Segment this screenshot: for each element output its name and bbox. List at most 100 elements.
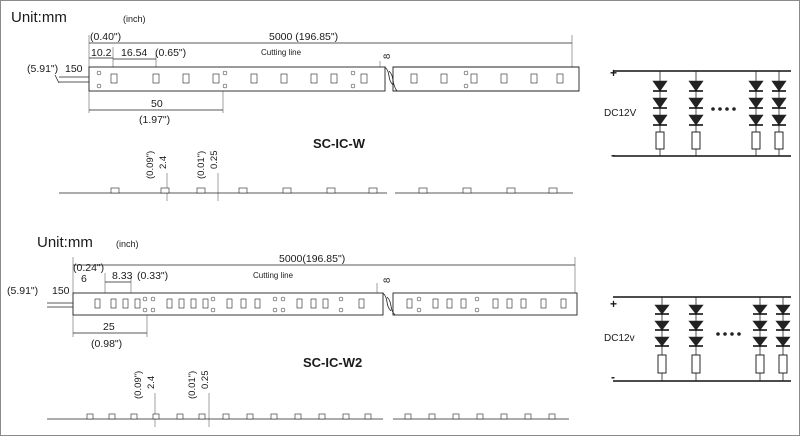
diode-icon <box>654 304 670 315</box>
circuit-diagram-w: + - DC12V <box>604 66 791 162</box>
profile-chip <box>418 187 428 194</box>
profile-chip <box>176 413 184 420</box>
led-chip <box>330 73 338 84</box>
solder-pad <box>210 307 216 313</box>
segment-inch: (0.98") <box>91 338 122 350</box>
profile-chip <box>524 413 532 420</box>
resistor-icon <box>655 131 665 150</box>
profile-chip <box>270 413 278 420</box>
solder-pad <box>222 70 228 76</box>
led-chip <box>470 73 478 84</box>
profile-thickness-mm: 0.25 <box>209 151 220 170</box>
dot-icon <box>737 332 741 336</box>
led-chip <box>310 73 318 84</box>
profile-height-mm: 2.4 <box>146 376 157 389</box>
profile-chip <box>404 413 412 420</box>
first-pitch-mm: 10.2 <box>91 47 112 59</box>
profile-chip <box>326 187 336 194</box>
led-chip <box>492 298 499 309</box>
model-name: SC-IC-W <box>313 136 366 151</box>
diode-icon <box>752 304 768 315</box>
profile-height-mm: 2.4 <box>158 156 169 169</box>
diode-icon <box>652 114 668 126</box>
positive-terminal: + <box>610 66 617 80</box>
resistor-icon <box>751 131 761 150</box>
led-chips <box>94 296 567 313</box>
break-mark <box>384 66 394 86</box>
solder-pad <box>474 307 480 313</box>
led-branch <box>652 71 668 156</box>
led-chip <box>406 298 413 309</box>
diode-icon <box>748 114 764 126</box>
diode-icon <box>688 336 704 347</box>
dot-icon <box>716 332 720 336</box>
diode-icon <box>752 320 768 331</box>
profile-thickness-mm: 0.25 <box>200 371 211 390</box>
diode-icon <box>775 320 791 331</box>
solder-pad <box>150 296 156 302</box>
profile-chip <box>500 413 508 420</box>
solder-pad <box>150 307 156 313</box>
profile-chip <box>548 413 556 420</box>
diode-icon <box>771 80 787 92</box>
break-mark-2 <box>388 70 398 92</box>
led-chip <box>432 298 439 309</box>
led-chip <box>202 298 209 309</box>
profile-chip <box>196 187 206 194</box>
first-pitch-inch: (0.24") <box>73 262 104 274</box>
solder-pad <box>338 307 344 313</box>
profile-chip <box>294 413 302 420</box>
led-chip <box>110 298 117 309</box>
led-chip <box>310 298 317 309</box>
dot-icon <box>725 107 729 111</box>
strip-body-left <box>88 66 386 92</box>
led-chip <box>250 73 258 84</box>
solder-pad <box>272 296 278 302</box>
model-name: SC-IC-W2 <box>303 355 362 370</box>
negative-terminal: - <box>611 148 615 162</box>
pitch-inch: (0.33") <box>137 270 168 282</box>
profile-chip <box>548 187 558 194</box>
strip-side-profile <box>47 413 569 420</box>
led-branch <box>752 297 768 381</box>
profile-chip <box>198 413 206 420</box>
led-branch <box>654 297 670 381</box>
profile-height-inch: (0.09") <box>145 151 156 179</box>
solder-pad <box>272 307 278 313</box>
profile-thickness-inch: (0.01") <box>196 151 207 179</box>
cutting-line-label: Cutting line <box>253 271 294 280</box>
solder-pad <box>350 83 356 89</box>
segment-mm: 50 <box>151 98 163 110</box>
segment-mm: 25 <box>103 321 115 333</box>
profile-chip <box>110 187 120 194</box>
led-chip <box>178 298 185 309</box>
led-chips <box>96 70 564 89</box>
led-chip <box>506 298 513 309</box>
profile-chip <box>462 187 472 194</box>
pitch-mm: 8.33 <box>112 270 133 282</box>
led-branch <box>688 71 704 156</box>
solder-pad <box>463 83 469 89</box>
dot-icon <box>711 107 715 111</box>
section-sc-ic-w2: Unit:mm (inch) 5000(196.85") (0.24") 6 8… <box>7 234 578 427</box>
led-chip <box>240 298 247 309</box>
unit-sub-label: (inch) <box>123 14 146 24</box>
profile-chip <box>108 413 116 420</box>
profile-thickness-inch: (0.01") <box>187 371 198 399</box>
led-chip <box>182 73 190 84</box>
width-inch: (5.91") <box>7 285 38 297</box>
resistor-icon <box>755 354 765 374</box>
dot-icon <box>732 107 736 111</box>
led-chip <box>530 73 538 84</box>
led-chip <box>410 73 418 84</box>
diode-icon <box>688 320 704 331</box>
solder-pad <box>338 296 344 302</box>
profile-chip <box>364 413 372 420</box>
width-mm: 150 <box>65 63 83 75</box>
solder-pad <box>474 296 480 302</box>
break-mark-2 <box>386 296 396 316</box>
diode-icon <box>654 320 670 331</box>
strip-body-right <box>392 66 580 92</box>
profile-chip <box>152 413 160 420</box>
